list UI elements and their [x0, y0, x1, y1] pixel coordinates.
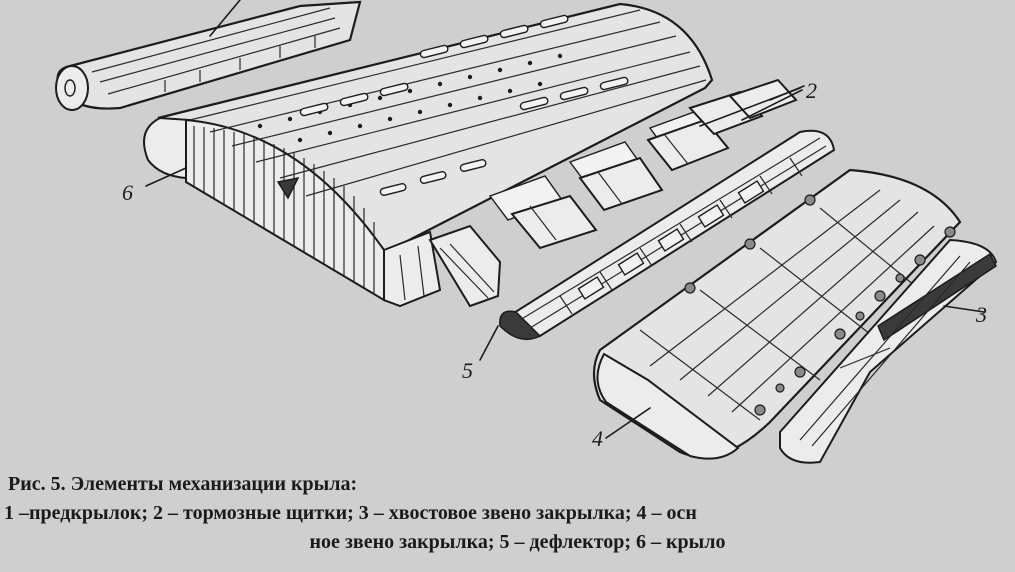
main-flap-segment — [592, 168, 962, 460]
callout-3: 3 — [975, 302, 987, 327]
aft-flap-segment — [779, 238, 998, 464]
deflector — [499, 129, 836, 341]
slat — [55, 0, 362, 111]
caption-legend-line-1: 1 –предкрылок; 2 – тормозные щитки; 3 – … — [4, 502, 697, 524]
wing — [143, 2, 722, 308]
callout-4: 4 — [592, 426, 603, 451]
callout-5: 5 — [462, 358, 473, 383]
rivet-rows — [257, 53, 563, 143]
brake-panels — [510, 78, 805, 250]
caption-legend-line-2: ное звено закрылка; 5 – дефлектор; 6 – к… — [309, 531, 726, 553]
figure-caption: Рис. 5. Элементы механизации крыла: 1 –п… — [0, 470, 1015, 570]
callout-2: 2 — [806, 78, 817, 103]
callout-6: 6 — [122, 180, 133, 205]
caption-title: Рис. 5. Элементы механизации крыла: — [8, 473, 358, 495]
wing-mechanization-diagram: 2 3 4 5 6 — [55, 0, 998, 464]
callout-leaders — [145, 167, 499, 361]
inspection-slots — [299, 14, 629, 196]
